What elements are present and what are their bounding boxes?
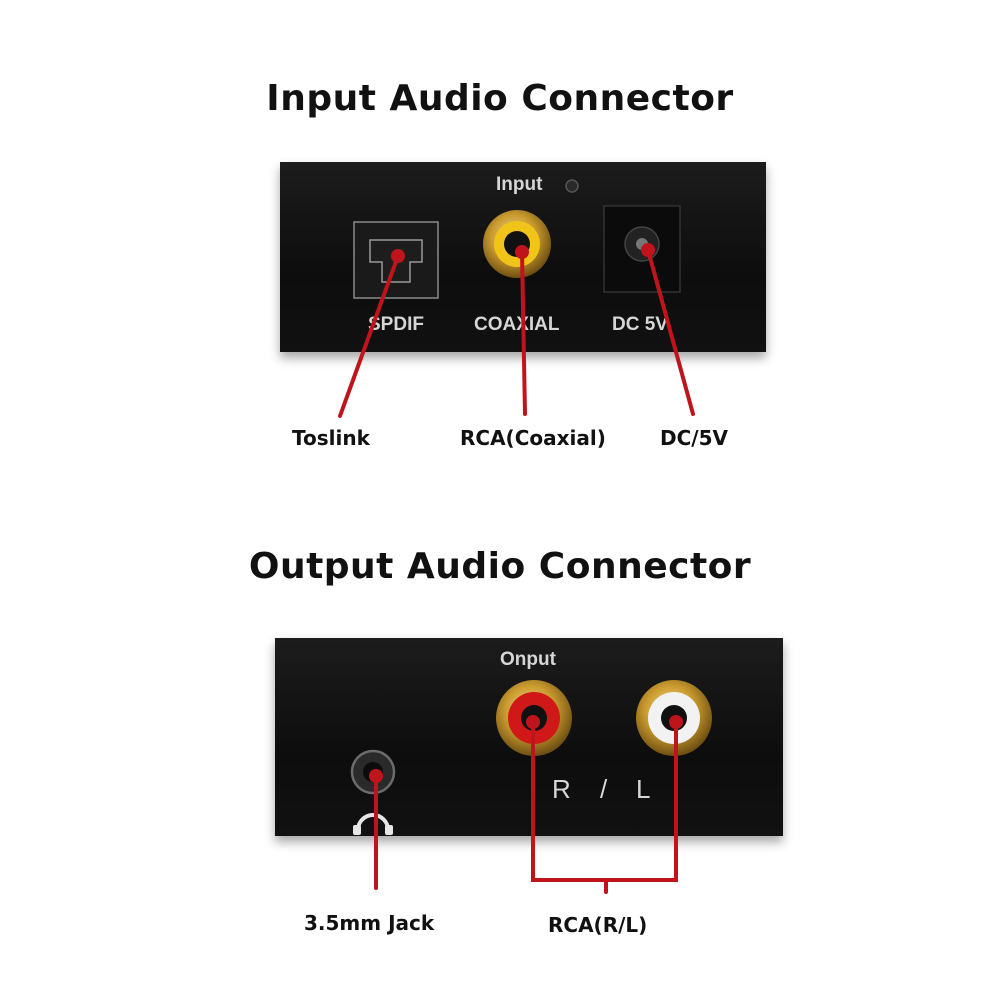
input-indicator-icon bbox=[565, 179, 579, 193]
rca-coaxial-callout: RCA(Coaxial) bbox=[460, 426, 606, 450]
output-section-title: Output Audio Connector bbox=[248, 546, 752, 587]
rca-rl-callout: RCA(R/L) bbox=[548, 913, 648, 937]
coaxial-port-label: COAXIAL bbox=[474, 314, 560, 335]
coaxial-pointer-dot bbox=[515, 245, 529, 259]
toslink-pointer-line bbox=[338, 254, 400, 418]
jack-callout: 3.5mm Jack bbox=[304, 911, 435, 935]
input-section-title: Input Audio Connector bbox=[266, 78, 734, 119]
spdif-port-label: SPDIF bbox=[368, 314, 424, 335]
rca-right-pointer-dot bbox=[526, 715, 540, 729]
headphone-icon bbox=[353, 813, 393, 835]
coaxial-rca-port-icon bbox=[483, 210, 551, 278]
rca-left-pointer-dot bbox=[669, 715, 683, 729]
input-panel-header: Input bbox=[496, 174, 543, 195]
dc-port-label: DC 5V bbox=[612, 314, 668, 335]
r-channel-label: R bbox=[552, 774, 571, 804]
jack-pointer-dot bbox=[369, 769, 383, 783]
l-channel-label: L bbox=[636, 774, 651, 804]
toslink-pointer-dot bbox=[391, 249, 405, 263]
toslink-callout: Toslink bbox=[292, 426, 370, 450]
dc-pointer-dot bbox=[641, 243, 655, 257]
output-panel-header: Onput bbox=[500, 649, 556, 670]
dc-5v-callout: DC/5V bbox=[660, 426, 728, 450]
coaxial-pointer-line bbox=[520, 250, 527, 416]
slash-label: / bbox=[600, 774, 608, 804]
dc-pointer-line bbox=[646, 248, 695, 416]
